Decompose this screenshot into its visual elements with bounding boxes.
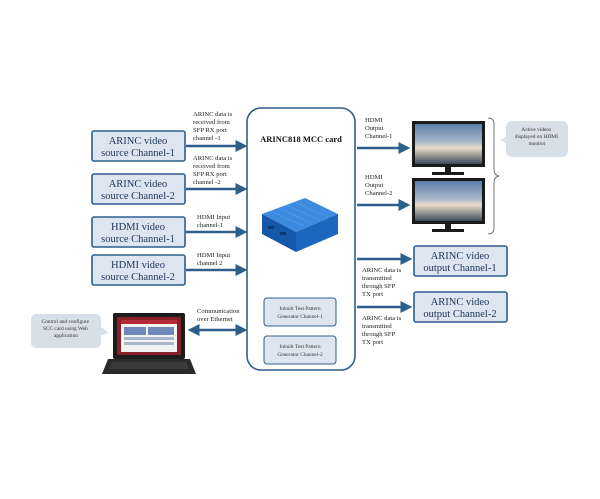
mcc-card-title: ARINC818 MCC card	[260, 134, 342, 144]
input-4-note: HDMI Input channel 2	[197, 252, 232, 267]
laptop-image	[102, 313, 196, 374]
input-3-line2: source Channel-1	[101, 234, 175, 245]
output-2-line1: ARINC video	[431, 297, 490, 308]
svg-text:Active videos displayed: Active videos displayed on HDMI monitor	[515, 127, 559, 147]
input-box-arinc-2: ARINC video source Channel-2	[91, 173, 186, 205]
input-box-hdmi-1: HDMI video source Channel-1	[91, 216, 186, 248]
arinc-out-1-note: ARINC data is transmitted through SFP TX…	[362, 267, 403, 298]
input-1-line1: ARINC video	[109, 136, 168, 147]
svg-text:Control and configure SC: Control and configure SCC card using Web…	[42, 318, 91, 339]
input-2-line2: source Channel-2	[101, 191, 175, 202]
monitor-callout: Active videos displayed on HDMI monitor	[500, 121, 568, 157]
output-2-line2: output Channel-2	[423, 309, 496, 320]
output-box-arinc-1: ARINC video output Channel-1	[413, 245, 508, 277]
monitor-1	[412, 121, 485, 175]
generator-2-line1: Inbuilt Test Pattern	[279, 344, 320, 350]
input-2-note: ARINC data is received from SFP RX port …	[193, 155, 234, 186]
input-3-line1: HDMI video	[111, 222, 165, 233]
mcc-device-image	[262, 198, 338, 252]
monitor-bracket	[487, 117, 500, 235]
input-3-note: HDMI Input channel-1	[197, 214, 232, 229]
monitor-2	[412, 178, 485, 232]
test-pattern-generator-1	[263, 297, 337, 327]
input-4-line2: source Channel-2	[101, 272, 175, 283]
output-1-line2: output Channel-1	[423, 263, 496, 274]
hdmi-out-1-note: HDMI Output Channel-1	[365, 117, 392, 140]
ethernet-note: Communication over Ethernet	[197, 308, 241, 323]
input-1-note: ARINC data is received from SFP RX port …	[193, 111, 234, 142]
laptop-callout: Control and configure SCC card using Web…	[31, 314, 109, 348]
input-box-arinc-1: ARINC video source Channel-1	[91, 130, 186, 162]
generator-1-line1: Inbuilt Test Pattern	[279, 306, 320, 312]
input-4-line1: HDMI video	[111, 260, 165, 271]
test-pattern-generator-2	[263, 335, 337, 365]
output-box-arinc-2: ARINC video output Channel-2	[413, 291, 508, 323]
output-1-line1: ARINC video	[431, 251, 490, 262]
input-1-line2: source Channel-1	[101, 148, 175, 159]
hdmi-out-2-note: HDMI Output Channel-2	[365, 174, 392, 197]
input-box-hdmi-2: HDMI video source Channel-2	[91, 254, 186, 286]
generator-1-line2: Generator Channel-1	[277, 314, 323, 320]
input-2-line1: ARINC video	[109, 179, 168, 190]
generator-2-line2: Generator Channel-2	[277, 352, 323, 358]
arinc-out-2-note: ARINC data is transmitted through SFP TX…	[362, 315, 403, 346]
